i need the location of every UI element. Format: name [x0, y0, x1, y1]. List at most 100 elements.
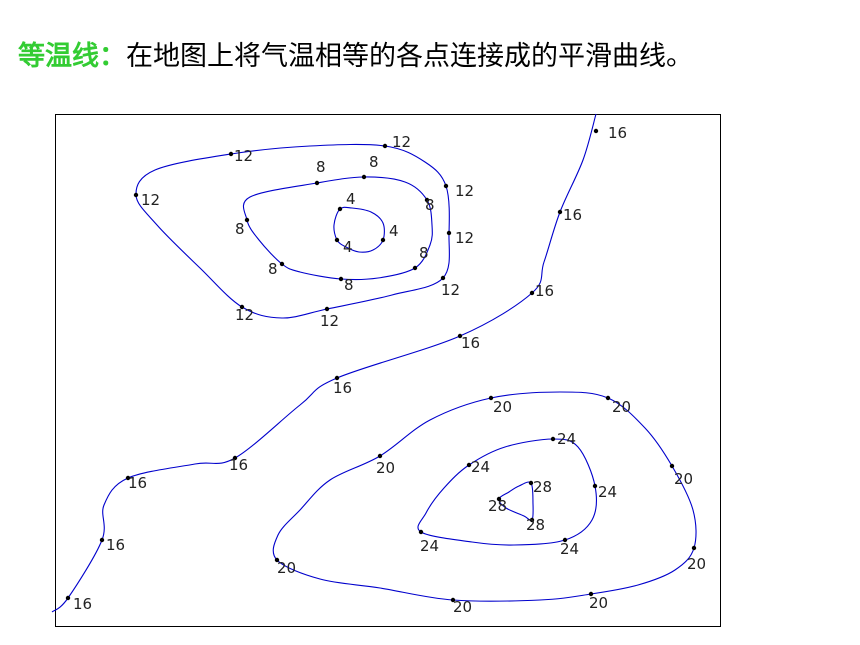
isotherm-point-8-5: [338, 276, 344, 282]
isotherm-line-16: [51, 113, 597, 613]
isotherm-labels: 4 4 4 8 8 8 8 8 8 8 12 12 12 12 12 12 12 12 16 16 16 16 16 16 16…: [73, 124, 706, 616]
isotherm-label-8-2: 8: [369, 153, 379, 171]
isotherm-point-12-8: [133, 192, 139, 198]
isotherm-label-12-1: 12: [234, 147, 253, 165]
isotherm-label-8-1: 8: [316, 158, 326, 176]
isotherm-point-20-1: [488, 395, 494, 401]
isotherm-point-24-5: [466, 462, 472, 468]
isotherm-point-4-2: [380, 237, 386, 243]
isotherm-point-4-3: [334, 237, 340, 243]
isotherm-label-24-1: 24: [557, 430, 576, 448]
isotherm-label-8-7: 8: [235, 220, 245, 238]
isotherm-point-16-8: [99, 537, 105, 543]
isotherm-label-16-8: 16: [106, 536, 125, 554]
isotherm-label-20-8: 20: [376, 459, 395, 477]
isotherm-label-16-5: 16: [333, 379, 352, 397]
isotherm-label-28-3: 28: [488, 497, 507, 515]
isotherm-point-16-5: [334, 375, 340, 381]
isotherm-line-12: [135, 143, 450, 319]
isotherm-label-4-1: 4: [346, 190, 356, 208]
isotherm-point-12-2: [382, 143, 388, 149]
isotherm-label-12-7: 12: [235, 306, 254, 324]
isotherm-point-16-9: [65, 595, 71, 601]
isotherm-label-4-2: 4: [389, 222, 399, 240]
isotherm-point-20-5: [588, 591, 594, 597]
isotherm-point-8-4: [412, 265, 418, 271]
isotherm-label-24-4: 24: [420, 537, 439, 555]
isotherm-label-16-4: 16: [461, 334, 480, 352]
isotherm-point-20-8: [377, 453, 383, 459]
isotherm-label-8-5: 8: [344, 276, 354, 294]
isotherm-label-20-3: 20: [674, 470, 693, 488]
isotherm-label-24-3: 24: [560, 540, 579, 558]
isotherm-label-8-6: 8: [268, 260, 278, 278]
isotherm-point-28-2: [529, 517, 535, 523]
isotherm-point-24-4: [418, 529, 424, 535]
isotherm-point-12-7: [239, 304, 245, 310]
isotherm-label-20-4: 20: [687, 555, 706, 573]
isotherm-point-8-7: [244, 217, 250, 223]
isotherm-point-24-2: [592, 483, 598, 489]
isotherm-label-16-2: 16: [563, 206, 582, 224]
isotherm-point-12-3: [443, 183, 449, 189]
isotherm-point-12-6: [324, 306, 330, 312]
isotherm-label-28-1: 28: [533, 478, 552, 496]
isotherm-label-12-2: 12: [392, 133, 411, 151]
isotherm-label-4-3: 4: [343, 238, 353, 256]
isotherm-label-16-9: 16: [73, 595, 92, 613]
isotherm-label-20-2: 20: [612, 398, 631, 416]
isotherm-point-20-3: [669, 463, 675, 469]
isotherm-label-8-4: 8: [419, 244, 429, 262]
isotherm-point-16-1: [593, 128, 599, 134]
isotherm-line-24: [417, 438, 597, 546]
isotherm-point-16-6: [232, 455, 238, 461]
isotherm-label-12-4: 12: [455, 229, 474, 247]
heading-definition: 在地图上将气温相等的各点连接成的平滑曲线。: [126, 41, 693, 72]
isotherm-point-8-3: [424, 197, 430, 203]
isotherm-point-20-6: [450, 597, 456, 603]
isotherm-label-16-6: 16: [229, 456, 248, 474]
isotherm-point-28-3: [496, 496, 502, 502]
isotherm-label-12-3: 12: [455, 182, 474, 200]
isotherm-point-28-1: [528, 480, 534, 486]
isotherm-point-16-2: [557, 209, 563, 215]
isotherm-line-20: [272, 391, 697, 602]
isotherm-label-20-6: 20: [453, 598, 472, 616]
isotherm-point-16-4: [457, 333, 463, 339]
isotherm-label-24-2: 24: [598, 483, 617, 501]
isotherm-line-28: [498, 481, 534, 522]
isotherm-label-16-7: 16: [128, 474, 147, 492]
isotherm-point-12-4: [446, 230, 452, 236]
isotherm-point-20-7: [274, 557, 280, 563]
isotherm-lines: [51, 113, 697, 613]
isotherm-point-24-1: [550, 436, 556, 442]
isotherm-point-16-7: [125, 475, 131, 481]
isotherm-point-8-2: [361, 174, 367, 180]
isotherm-point-20-4: [691, 545, 697, 551]
isotherm-label-12-5: 12: [441, 281, 460, 299]
isotherm-label-12-6: 12: [320, 312, 339, 330]
isotherm-label-8-3: 8: [425, 196, 435, 214]
isotherm-label-16-3: 16: [535, 282, 554, 300]
isotherm-label-20-5: 20: [589, 594, 608, 612]
isotherm-label-28-2: 28: [526, 516, 545, 534]
isotherm-label-20-7: 20: [277, 559, 296, 577]
isotherm-point-12-5: [440, 275, 446, 281]
isotherm-point-8-6: [279, 261, 285, 267]
isotherm-map-frame: [55, 114, 721, 627]
isotherm-point-24-3: [562, 537, 568, 543]
isotherm-label-12-8: 12: [141, 191, 160, 209]
isotherm-label-20-1: 20: [493, 398, 512, 416]
isotherm-line-8: [242, 176, 433, 281]
isotherm-point-4-1: [337, 206, 343, 212]
isotherm-point-12-1: [228, 151, 234, 157]
isotherm-point-16-3: [529, 290, 535, 296]
isotherm-point-8-1: [314, 180, 320, 186]
heading-term: 等温线：: [18, 41, 126, 72]
page-heading: 等温线：在地图上将气温相等的各点连接成的平滑曲线。: [18, 34, 693, 80]
isotherm-line-4: [333, 206, 385, 253]
isotherm-label-16-1: 16: [608, 124, 627, 142]
isotherm-points: [65, 128, 697, 603]
isotherm-label-24-5: 24: [471, 458, 490, 476]
